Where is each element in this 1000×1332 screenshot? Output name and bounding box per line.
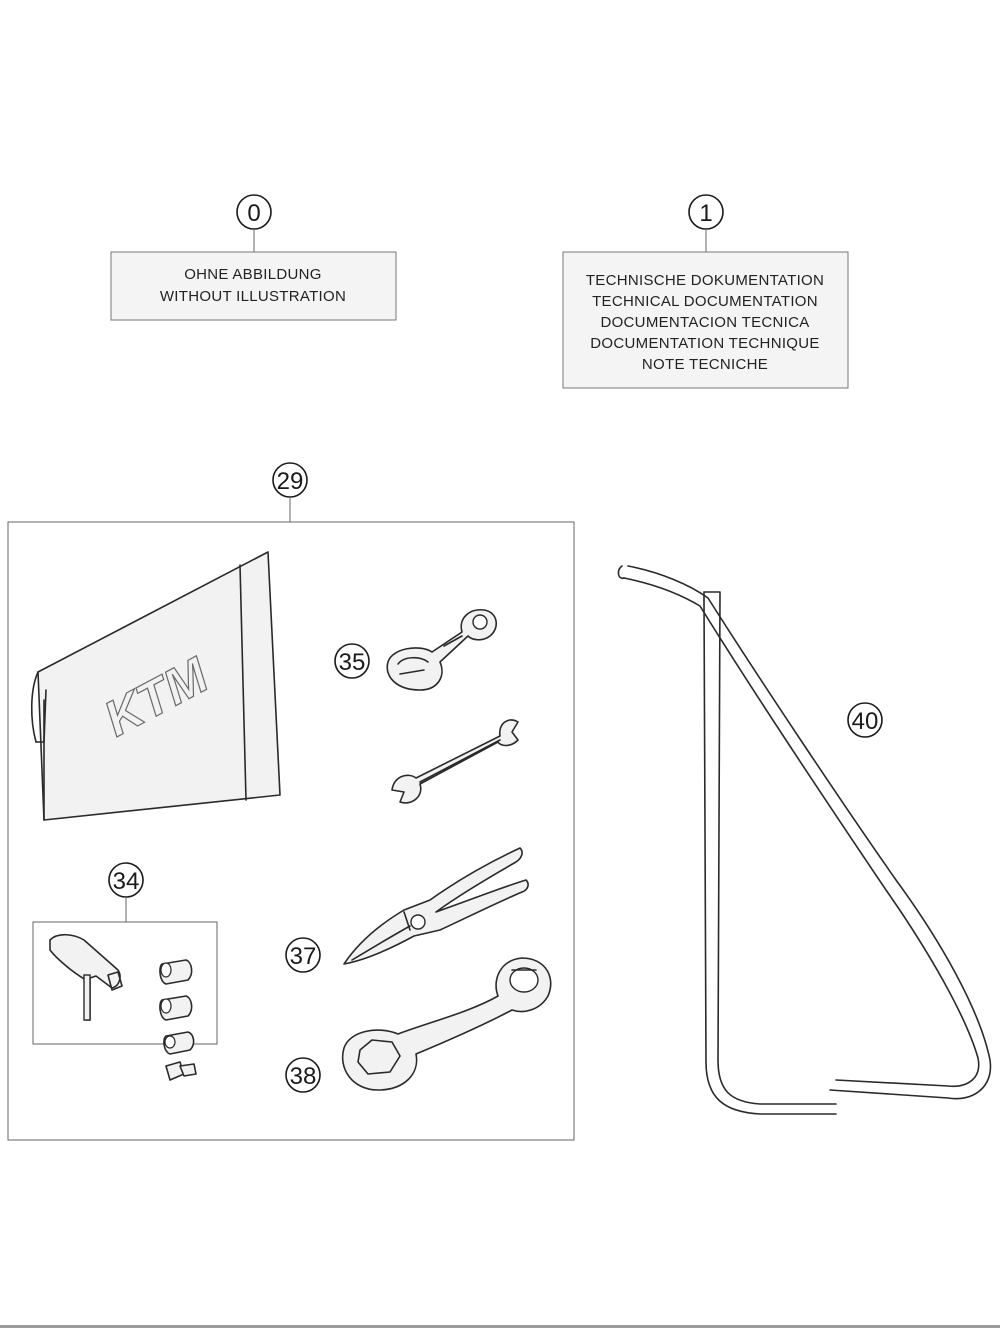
box1-line2: TECHNICAL DOCUMENTATION (592, 293, 818, 310)
hex-socket-2[interactable] (159, 995, 193, 1021)
callout-37-number: 37 (290, 943, 317, 970)
tool-pouch[interactable]: KTM (30, 551, 281, 821)
t-handle-hex-wrench[interactable] (49, 933, 123, 1021)
box1-line1: TECHNISCHE DOKUMENTATION (586, 272, 824, 289)
callout-1-number: 1 (699, 200, 712, 227)
hex-socket-3[interactable] (163, 1031, 195, 1055)
open-end-wrench[interactable] (391, 719, 519, 804)
callout-29-number: 29 (277, 468, 304, 495)
callout-40[interactable]: 40 (847, 702, 883, 738)
hex-bit[interactable] (165, 1061, 197, 1081)
box1-line4: DOCUMENTATION TECHNIQUE (590, 335, 819, 352)
bottom-rule (0, 1325, 1000, 1328)
box0-line1: OHNE ABBILDUNG (184, 266, 322, 283)
pliers[interactable] (343, 847, 529, 965)
callout-37[interactable]: 37 (285, 937, 321, 973)
box-wrench[interactable] (341, 957, 552, 1091)
ring-spanner[interactable] (386, 608, 497, 691)
callout-0-number: 0 (247, 200, 260, 227)
box0-line2: WITHOUT ILLUSTRATION (160, 288, 346, 305)
callout-38-number: 38 (290, 1063, 317, 1090)
hex-socket-1[interactable] (159, 959, 193, 985)
callout-29[interactable]: 29 (272, 462, 308, 498)
callout-34-number: 34 (113, 868, 140, 895)
box1-line5: NOTE TECNICHE (642, 356, 768, 373)
callout-1[interactable]: 1 (688, 194, 724, 230)
callout-0[interactable]: 0 (236, 194, 272, 230)
callout-35[interactable]: 35 (334, 643, 370, 679)
box-without-illustration: OHNE ABBILDUNG WITHOUT ILLUSTRATION (110, 251, 397, 321)
hex-set-frame (32, 921, 218, 1045)
tool-kit-frame (7, 521, 575, 1141)
side-stand[interactable] (617, 565, 992, 1115)
callout-35-number: 35 (339, 649, 366, 676)
box1-line3: DOCUMENTACION TECNICA (600, 314, 809, 331)
callout-38[interactable]: 38 (285, 1057, 321, 1093)
callout-40-number: 40 (852, 708, 879, 735)
callout-34[interactable]: 34 (108, 862, 144, 898)
box-technical-documentation: TECHNISCHE DOKUMENTATION TECHNICAL DOCUM… (562, 251, 849, 389)
